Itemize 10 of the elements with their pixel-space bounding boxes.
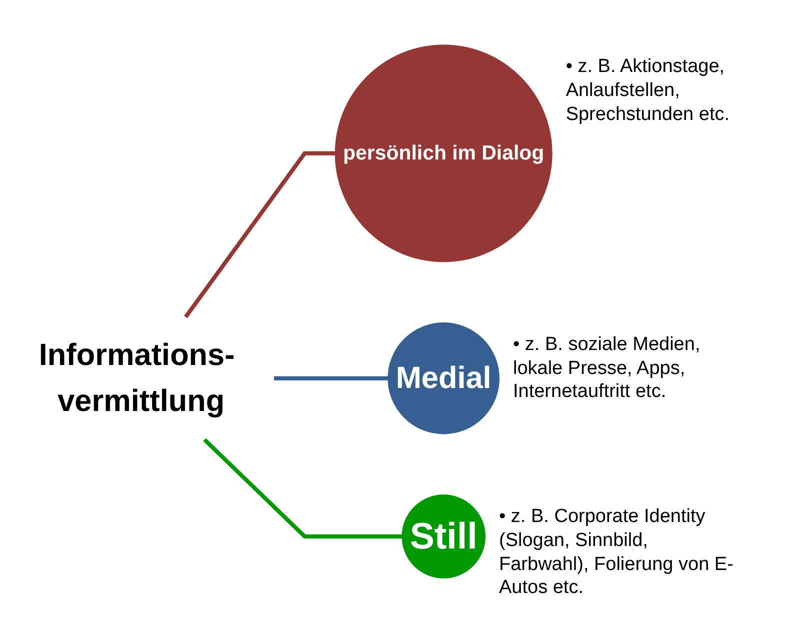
example-list-text: • z. B. soziale Medien, lokale Presse, Apps, Internetauftritt etc. bbox=[512, 332, 702, 404]
connector-line bbox=[274, 376, 388, 380]
title-text: Informations- vermittlung bbox=[38, 338, 235, 418]
connector-line bbox=[184, 151, 336, 318]
circle-node: Still bbox=[402, 494, 486, 578]
connector-line bbox=[203, 438, 402, 539]
circle-node: persönlich im Dialog bbox=[334, 44, 552, 262]
example-list-text: • z. B. Corporate Identity (Slogan, Sinnbild, Farbwahl), Folierung von E-Autos etc. bbox=[499, 505, 734, 600]
example-list-text: • z. B. Aktionstage, Anlaufstellen, Sprechstunden etc. bbox=[566, 55, 731, 126]
circle-node: Medial bbox=[388, 322, 500, 434]
